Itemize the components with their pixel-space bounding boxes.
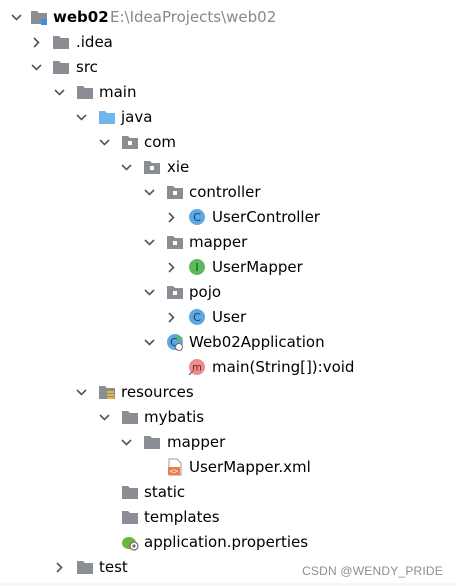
folder-icon — [52, 33, 70, 51]
folder-label-mybatis-mapper: mapper — [167, 433, 226, 451]
chevron-down-icon[interactable] — [99, 412, 110, 423]
package-label-pojo: pojo — [189, 283, 222, 301]
svg-text:I: I — [195, 261, 198, 274]
tree-row-resources[interactable]: resources — [0, 380, 457, 405]
folder-icon — [121, 483, 139, 501]
folder-label-src: src — [76, 58, 98, 76]
tree-row-xie[interactable]: xie — [0, 155, 457, 180]
folder-icon — [121, 508, 139, 526]
interface-label-user-mapper: UserMapper — [212, 258, 303, 276]
class-label-web02-application: Web02Application — [189, 333, 325, 351]
chevron-down-icon[interactable] — [31, 62, 42, 73]
package-label-mapper: mapper — [189, 233, 248, 251]
watermark: CSDN @WENDY_PRIDE — [302, 564, 443, 578]
tree-row-user-controller[interactable]: C UserController — [0, 205, 457, 230]
spring-properties-icon — [121, 533, 139, 551]
tree-row-java[interactable]: java — [0, 105, 457, 130]
chevron-down-icon[interactable] — [144, 337, 155, 348]
package-icon — [143, 158, 161, 176]
next-row-cutoff — [0, 583, 457, 586]
package-icon — [166, 183, 184, 201]
class-icon: C — [189, 209, 205, 225]
chevron-down-icon[interactable] — [76, 387, 87, 398]
tree-row-application-properties[interactable]: application.properties — [0, 530, 457, 555]
spring-boot-class-icon: C — [167, 334, 183, 351]
chevron-down-icon[interactable] — [76, 112, 87, 123]
file-label-user-mapper-xml: UserMapper.xml — [189, 458, 311, 476]
package-icon — [166, 233, 184, 251]
tree-row-com[interactable]: com — [0, 130, 457, 155]
folder-label-main: main — [99, 83, 137, 101]
interface-icon: I — [189, 259, 205, 275]
tree-row-web02-application[interactable]: C Web02Application — [0, 330, 457, 355]
tree-row-static[interactable]: static — [0, 480, 457, 505]
svg-text:C: C — [170, 336, 178, 349]
svg-text:C: C — [193, 211, 201, 224]
chevron-down-icon[interactable] — [99, 137, 110, 148]
xml-file-icon — [166, 458, 184, 476]
tree-row-mybatis[interactable]: mybatis — [0, 405, 457, 430]
svg-text:C: C — [193, 311, 201, 324]
chevron-right-icon[interactable] — [31, 37, 42, 48]
svg-text:m: m — [192, 363, 202, 374]
method-label-main: main(String[]):void — [212, 358, 355, 376]
tree-row-pojo[interactable]: pojo — [0, 280, 457, 305]
chevron-down-icon[interactable] — [54, 87, 65, 98]
tree-row-web02[interactable]: web02 E:\IdeaProjects\web02 — [0, 5, 457, 30]
tree-row-main-method[interactable]: m main(String[]):void — [0, 355, 457, 380]
class-icon: C — [189, 309, 205, 325]
chevron-right-icon[interactable] — [166, 312, 177, 323]
folder-label-static: static — [144, 483, 186, 501]
project-name: web02 — [53, 8, 109, 26]
module-folder-icon — [30, 8, 48, 26]
chevron-down-icon[interactable] — [144, 237, 155, 248]
folder-label-test: test — [99, 558, 128, 576]
method-icon: m — [188, 359, 205, 376]
tree-row-test[interactable]: test — [0, 555, 457, 580]
folder-label-java: java — [121, 108, 153, 126]
source-folder-icon — [98, 108, 116, 126]
class-label-user: User — [212, 308, 247, 326]
chevron-down-icon[interactable] — [11, 12, 22, 23]
project-path: E:\IdeaProjects\web02 — [110, 8, 277, 26]
folder-icon — [76, 558, 94, 576]
tree-row-main[interactable]: main — [0, 80, 457, 105]
folder-icon — [76, 83, 94, 101]
tree-row-mybatis-mapper[interactable]: mapper — [0, 430, 457, 455]
tree-row-controller[interactable]: controller — [0, 180, 457, 205]
chevron-down-icon[interactable] — [144, 187, 155, 198]
package-icon — [121, 133, 139, 151]
class-label-user-controller: UserController — [212, 208, 320, 226]
chevron-right-icon[interactable] — [166, 262, 177, 273]
chevron-right-icon[interactable] — [54, 562, 65, 573]
package-icon — [166, 283, 184, 301]
file-label-application-properties: application.properties — [144, 533, 309, 551]
folder-label-mybatis: mybatis — [144, 408, 205, 426]
folder-label-templates: templates — [144, 508, 220, 526]
folder-icon — [52, 58, 70, 76]
tree-row-user-mapper-xml[interactable]: UserMapper.xml — [0, 455, 457, 480]
tree-row-user[interactable]: C User — [0, 305, 457, 330]
tree-row-mapper[interactable]: mapper — [0, 230, 457, 255]
folder-icon — [143, 433, 161, 451]
folder-icon — [121, 408, 139, 426]
tree-row-src[interactable]: src — [0, 55, 457, 80]
resources-folder-icon — [98, 383, 116, 401]
package-label-xie: xie — [167, 158, 190, 176]
chevron-down-icon[interactable] — [121, 437, 132, 448]
package-label-com: com — [144, 133, 177, 151]
chevron-down-icon[interactable] — [121, 162, 132, 173]
folder-label-resources: resources — [121, 383, 194, 401]
chevron-down-icon[interactable] — [144, 287, 155, 298]
tree-row-user-mapper[interactable]: I UserMapper — [0, 255, 457, 280]
folder-label-idea: .idea — [76, 33, 113, 51]
tree-row-idea[interactable]: .idea — [0, 30, 457, 55]
chevron-right-icon[interactable] — [166, 212, 177, 223]
tree-row-templates[interactable]: templates — [0, 505, 457, 530]
package-label-controller: controller — [189, 183, 261, 201]
